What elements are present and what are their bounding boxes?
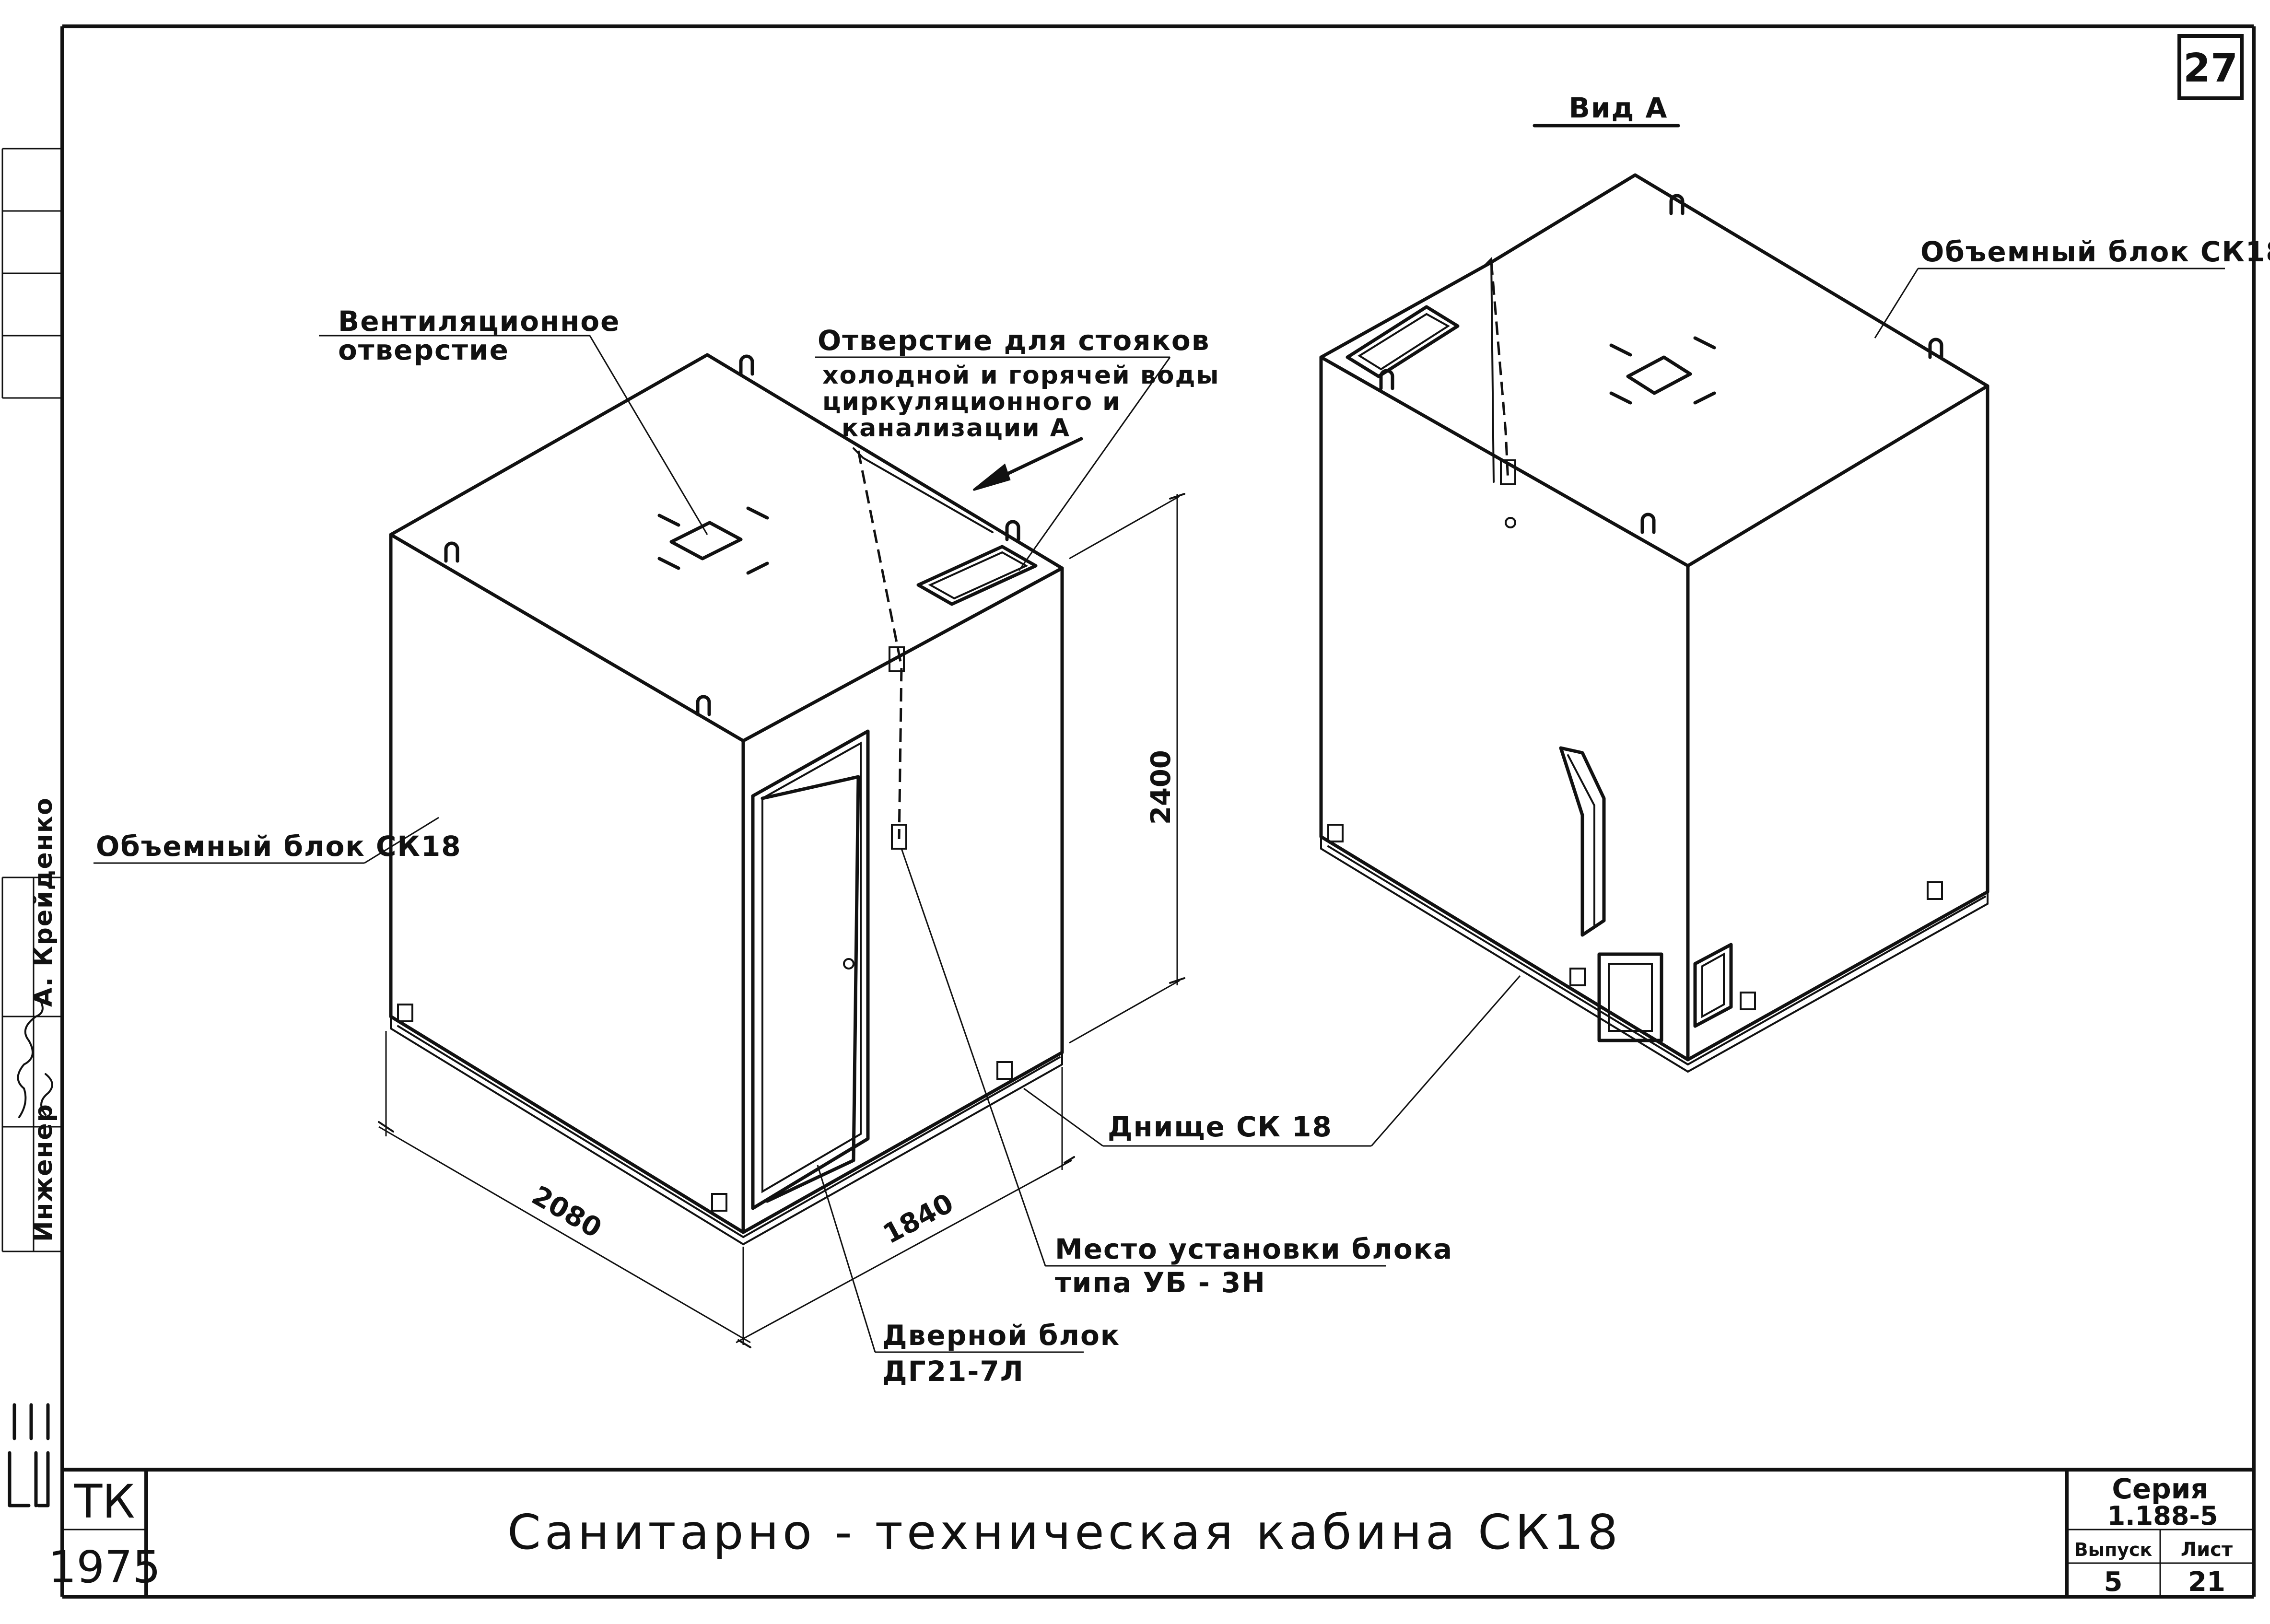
left-margin-strip: [1, 148, 62, 1252]
series-value: 1.188-5: [2107, 1501, 2218, 1531]
label-vent-2: отверстие: [338, 334, 509, 366]
label-riser-1: Отверстие для стояков: [818, 324, 1210, 357]
label-unit-1: Место установки блока: [1055, 1233, 1453, 1265]
archive-mark: [8, 1403, 50, 1507]
label-block-right: Объемный блок СК18: [1920, 235, 2270, 268]
org-code: ТК: [74, 1475, 135, 1529]
side-stamp: Инженер А. Крейденко: [17, 797, 58, 1242]
label-block-left: Объемный блок СК18: [96, 830, 462, 863]
issue-value: 5: [2104, 1566, 2123, 1598]
cabin-left: [389, 353, 1064, 1246]
stamp-role: Инженер: [29, 1103, 58, 1242]
riser-opening-icon-right: [1346, 305, 1460, 378]
view-a-arrow-icon: [972, 437, 1083, 491]
view-title: Вид А: [1569, 92, 1668, 124]
annotations: Вентиляционное отверстие Отверстие для с…: [94, 235, 2270, 1388]
issue-label: Выпуск: [2074, 1539, 2153, 1560]
sheet-frame: [60, 24, 2256, 1599]
door-block-icon: [751, 729, 870, 1210]
title-block: ТК 1975 Санитарно - техническая кабина С…: [48, 1472, 2233, 1598]
label-riser-2: холодной и горячей воды: [822, 361, 1219, 390]
sheet-label: Лист: [2181, 1539, 2233, 1561]
sheet-number: 27: [2183, 46, 2238, 91]
label-riser-4: канализации А: [842, 414, 1070, 443]
drawing-title: Санитарно - техническая кабина СК18: [507, 1504, 1622, 1560]
year: 1975: [48, 1542, 161, 1593]
cabin-right: [1319, 173, 1989, 1073]
vent-opening-icon: [657, 506, 769, 575]
label-vent-1: Вентиляционное: [338, 305, 620, 338]
riser-opening-icon: [916, 545, 1038, 606]
dim-height: 2400: [1146, 750, 1177, 825]
label-bottom-slab: Днище СК 18: [1108, 1110, 1333, 1143]
sheet-number-box: [2177, 34, 2244, 100]
stamp-signature: [17, 996, 44, 1118]
label-unit-2: типа УБ - 3Н: [1055, 1266, 1266, 1299]
stamp-name: А. Крейденко: [29, 797, 58, 1007]
label-riser-3: циркуляционного и: [822, 387, 1121, 416]
sheet-value: 21: [2188, 1566, 2225, 1598]
dim-length: 2080: [527, 1180, 607, 1244]
dim-width: 1840: [878, 1188, 959, 1250]
label-door-1: Дверной блок: [882, 1319, 1120, 1352]
series-label: Серия: [2112, 1472, 2208, 1505]
vent-opening-icon-right: [1609, 336, 1716, 405]
label-door-2: ДГ21-7Л: [882, 1355, 1024, 1388]
